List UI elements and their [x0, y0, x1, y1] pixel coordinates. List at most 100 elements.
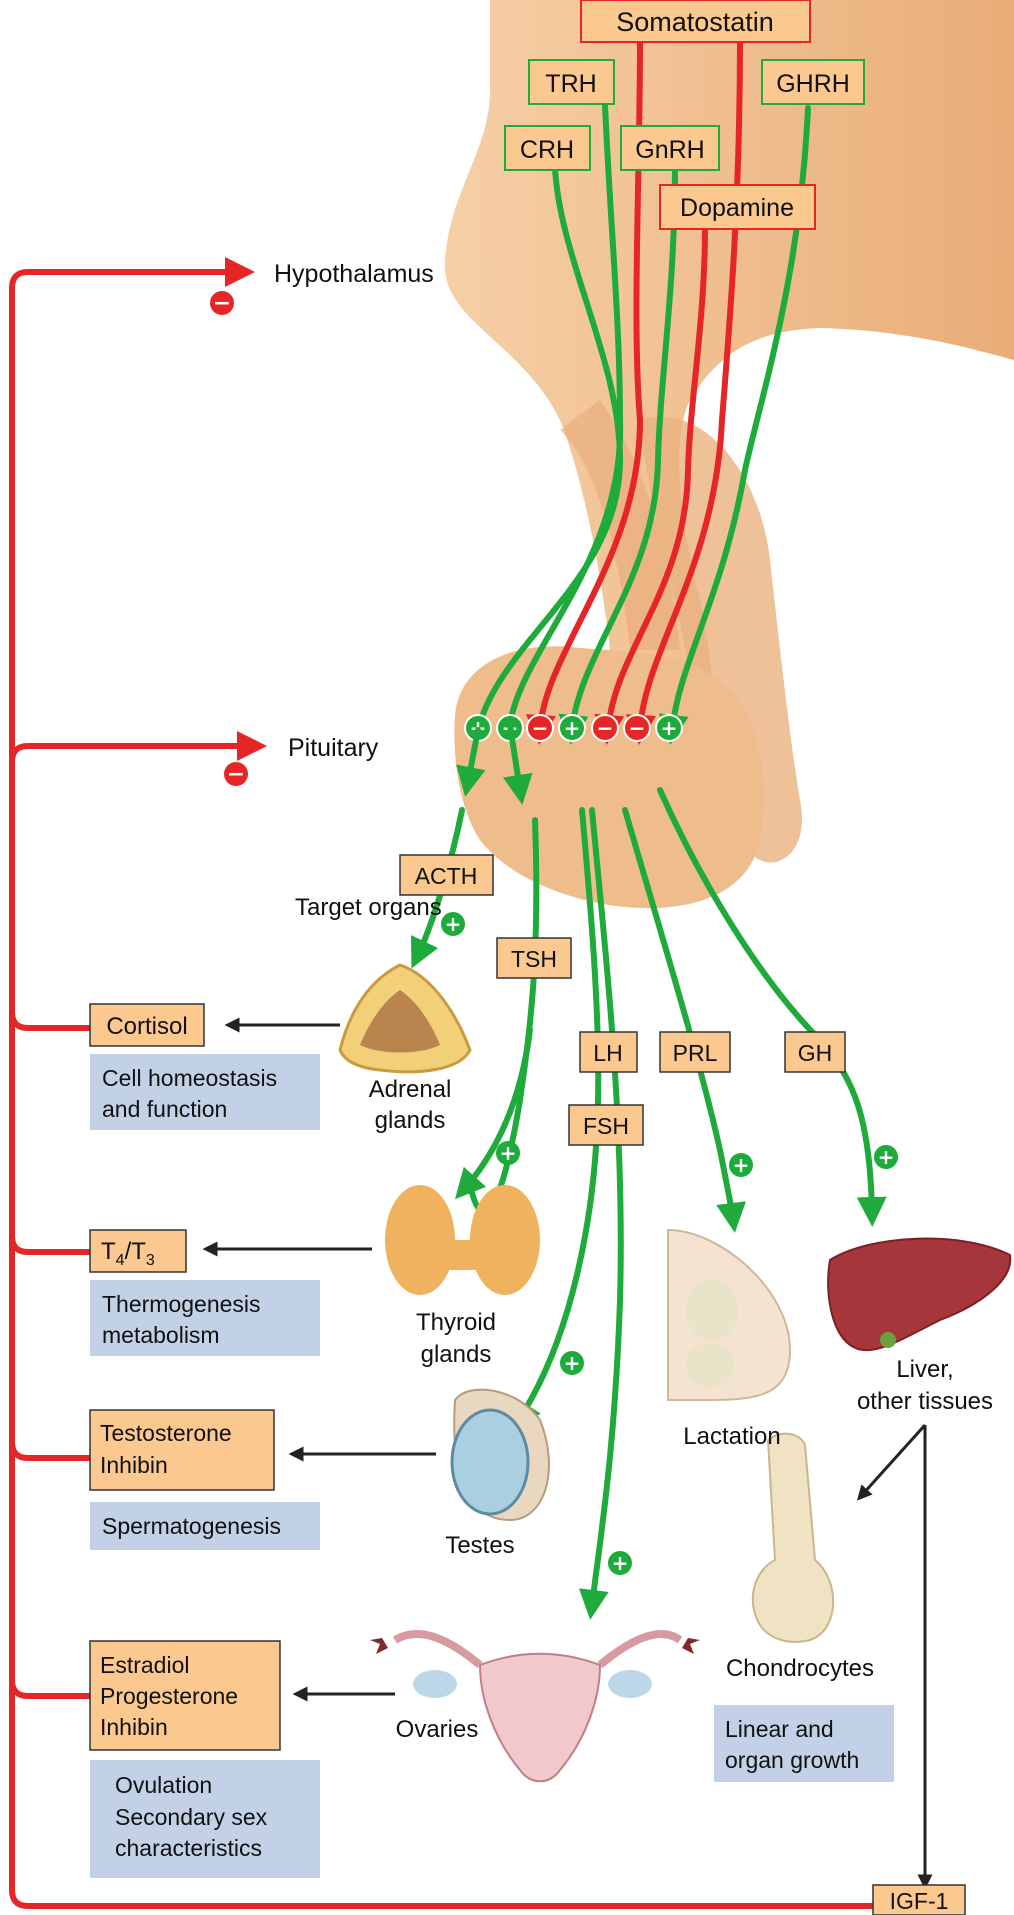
thyroid-effect-line1: Thermogenesis — [102, 1291, 261, 1317]
somatostatin-2-regulation-sign: − — [629, 716, 646, 740]
lh-box: LH — [579, 1031, 638, 1073]
hypothalamus-label: Hypothalamus — [274, 260, 434, 288]
somatostatin-label: Somatostatin — [616, 7, 774, 37]
trh-pathway — [507, 102, 624, 728]
cortisol-effect-line1: Cell homeostasis — [102, 1065, 277, 1091]
releasing-hormone-pathways — [475, 37, 811, 745]
estradiol-label: Estradiol — [100, 1652, 189, 1678]
feedback-minus-signs: − − — [210, 291, 248, 787]
trh-to-pituitary-arrow — [502, 722, 533, 805]
trh-label: TRH — [545, 70, 596, 98]
somatostatin-1-regulation-sign: − — [532, 716, 549, 740]
somatostatin-1-regulation-dot — [526, 714, 554, 742]
bone-chondrocytes-illustration — [751, 1432, 835, 1643]
liver-plus-sign: + — [878, 1145, 895, 1169]
liver-label-line2: other tissues — [857, 1388, 993, 1415]
t4-t3-box: T4/T3 — [89, 1229, 187, 1273]
gnrh-pathway — [558, 165, 678, 745]
ovary-effect-line1: Ovulation — [115, 1772, 212, 1798]
pituitary-minus-sign: − — [227, 762, 245, 787]
mammary-gland-illustration — [667, 1228, 792, 1401]
feedback-cortisol — [9, 1011, 90, 1031]
ghrh-regulation-sign: + — [661, 716, 678, 740]
lactation-plus-sign: + — [733, 1153, 750, 1177]
testes-label: Testes — [445, 1532, 514, 1559]
ovary-effect-line2: Secondary sex — [115, 1804, 268, 1830]
pituitary-gland — [454, 646, 764, 909]
testosterone-box: Testosterone Inhibin — [89, 1409, 275, 1491]
negative-feedback-loops — [9, 257, 880, 1909]
dopamine-pathway — [594, 225, 708, 745]
thyroid-plus-sign: + — [500, 1141, 517, 1165]
somatostatin-2-regulation-dot — [623, 714, 651, 742]
hypothalamus-minus-sign: − — [213, 291, 231, 316]
gh-pathway — [657, 787, 887, 1227]
thyroid-effect-line2: metabolism — [102, 1322, 220, 1348]
feedback-trunk — [9, 257, 268, 1909]
fsh-box: FSH — [568, 1104, 644, 1146]
feedback-testosterone — [9, 1441, 90, 1461]
t4-t3-label: T4/T3 — [101, 1238, 155, 1269]
prl-pathway — [622, 807, 747, 1233]
pituitary-hormone-boxes: ACTH TSH LH FSH PRL GH — [399, 854, 846, 1146]
fsh-label: FSH — [583, 1113, 629, 1139]
lh-pathway — [511, 807, 602, 1431]
adrenal-label-line1: Adrenal — [369, 1076, 452, 1103]
hypothalamus-tissue — [444, 0, 1014, 875]
gh-label: GH — [798, 1040, 833, 1066]
pituitary-regulation-signs: ++−+−−+ — [464, 714, 683, 742]
growth-effect-line1: Linear and — [725, 1716, 834, 1742]
thyroid-gland-illustration — [385, 1185, 540, 1295]
progesterone-label: Progesterone — [100, 1683, 238, 1709]
somatostatin-pathway-2 — [625, 37, 743, 745]
adrenal-plus-sign: + — [445, 912, 462, 936]
tsh-box: TSH — [496, 937, 572, 979]
dopamine-regulation-sign: − — [597, 716, 614, 740]
testes-illustration — [450, 1388, 550, 1522]
ovarian-hormones-box: Estradiol Progesterone Inhibin — [89, 1640, 281, 1751]
testes-effect: Spermatogenesis — [102, 1513, 281, 1539]
dopamine-box: Dopamine — [659, 184, 816, 230]
region-labels: Hypothalamus Pituitary Target organs — [274, 260, 442, 921]
adrenal-label-line2: glands — [375, 1107, 446, 1134]
somatostatin-box: Somatostatin — [580, 0, 811, 43]
thyroid-label-line1: Thyroid — [416, 1309, 496, 1336]
cortisol-box: Cortisol — [89, 1003, 205, 1047]
lh-label: LH — [593, 1040, 622, 1066]
igf1-box: IGF-1 — [872, 1884, 966, 1915]
cortisol-label: Cortisol — [106, 1013, 187, 1040]
acth-box: ACTH — [399, 854, 494, 896]
target-organs-label: Target organs — [295, 894, 442, 921]
testes-plus-sign: + — [564, 1351, 581, 1375]
ghrh-regulation-dot — [655, 714, 683, 742]
cortisol-effect-line2: and function — [102, 1096, 227, 1122]
adrenal-gland-illustration — [338, 963, 472, 1074]
pituitary-label: Pituitary — [288, 734, 379, 762]
liver-label-line1: Liver, — [896, 1356, 953, 1383]
thyroid-label-line2: glands — [421, 1341, 492, 1368]
ovary-effect-line3: characteristics — [115, 1835, 262, 1861]
liver-to-chondrocytes-arrow — [856, 1423, 927, 1501]
crh-box: CRH — [504, 125, 591, 171]
gnrh-regulation-sign: + — [564, 716, 581, 740]
organ-labels: Adrenal glands Thyroid glands Testes Ova… — [369, 1076, 993, 1743]
testosterone-label: Testosterone — [100, 1420, 232, 1446]
releasing-hormone-boxes: Somatostatin TRH GHRH CRH GnRH Dopamine — [504, 0, 865, 230]
feedback-thyroid — [9, 1235, 90, 1255]
ghrh-label: GHRH — [776, 70, 850, 98]
igf1-label: IGF-1 — [890, 1888, 949, 1914]
dopamine-label: Dopamine — [680, 194, 794, 222]
ovaries-plus-sign: + — [612, 1551, 629, 1575]
gnrh-box: GnRH — [620, 125, 720, 171]
tsh-label: TSH — [511, 946, 557, 972]
ghrh-box: GHRH — [761, 59, 865, 105]
effect-boxes: Cell homeostasis and function Thermogene… — [90, 1054, 894, 1878]
prl-label: PRL — [673, 1040, 718, 1066]
ghrh-pathway — [658, 105, 811, 745]
inhibin-female-label: Inhibin — [100, 1714, 168, 1740]
dopamine-regulation-dot — [591, 714, 619, 742]
ovaries-uterus-illustration — [370, 1630, 700, 1783]
target-organ-plus-signs: + + + + + + — [441, 912, 898, 1575]
output-arrows — [202, 1017, 933, 1890]
gnrh-label: GnRH — [635, 136, 704, 164]
